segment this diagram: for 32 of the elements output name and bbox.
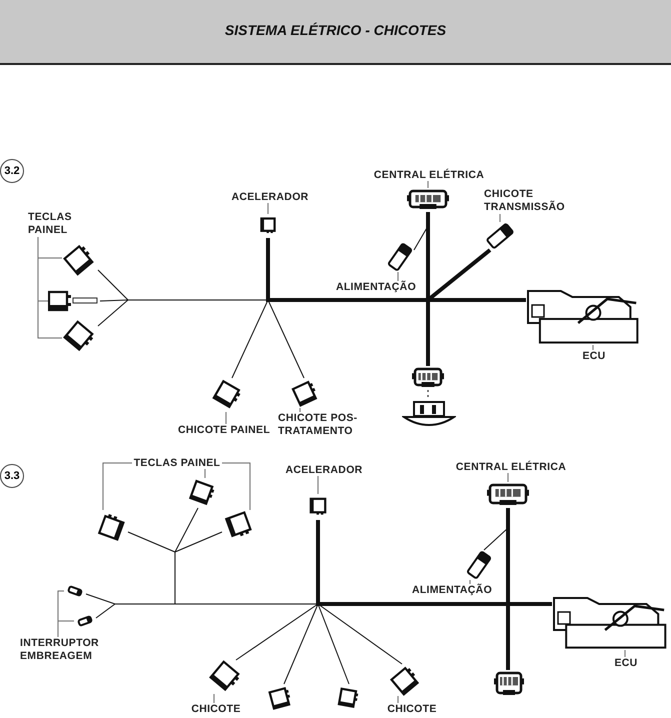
connector-drawing [48,290,100,312]
leader-line [58,620,74,638]
leader-line [624,650,626,658]
connector-drawing [487,482,529,508]
part-label: CENTRAL ELÉTRICA [454,461,568,474]
page-title: SISTEMA ELÉTRICO - CHICOTES [224,22,448,38]
leader-line [592,344,594,350]
connector-drawing [494,670,524,698]
leader-line [222,462,250,510]
part-label: INTERRUPTOR EMBREAGEM [20,637,110,662]
part-label: ECU [614,657,638,670]
part-label: CHICOTE PAINEL [174,424,274,436]
part-label: CENTRAL ELÉTRICA [372,169,486,182]
part-label: TECLAS PAINEL [132,457,222,470]
part-label: TECLAS PAINEL [28,211,80,236]
part-label: CHICOTE [386,703,438,716]
part-label: ALIMENTAÇÃO [410,584,494,596]
connector-drawing [412,366,444,390]
section-badge: 3.3 [0,464,24,488]
socket-drawing [402,400,456,426]
connector-drawing [407,188,449,212]
part-label: ALIMENTAÇÃO [334,281,418,294]
leader-line [204,468,206,478]
part-label: ACELERADOR [228,191,312,204]
part-label: CHICOTE [190,703,242,716]
leader-line [38,236,62,338]
section-badge: 3.2 [0,159,24,183]
part-label: ECU [582,350,606,362]
leader-line [102,462,132,510]
part-label: ACELERADOR [282,464,366,476]
part-label: CHICOTE TRANSMISSÃO [484,188,572,213]
part-label: CHICOTE POS-TRATAMENTO [278,412,388,437]
